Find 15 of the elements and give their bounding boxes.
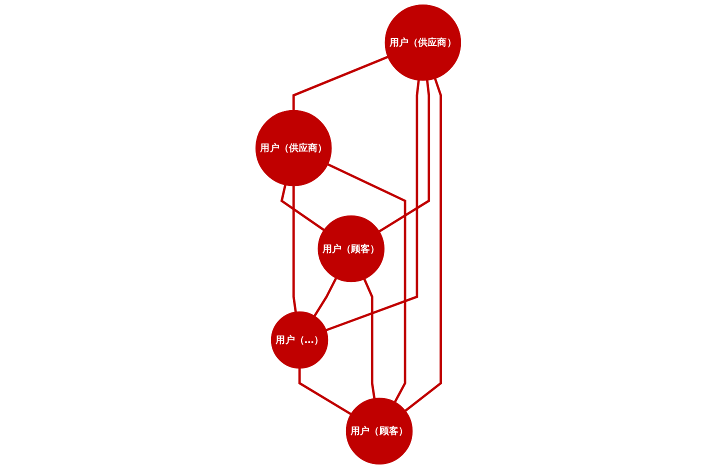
connector <box>292 56 389 110</box>
connector <box>404 78 442 412</box>
connector <box>314 278 338 317</box>
node-circle: 用户（顾客） <box>346 398 413 465</box>
node-circle: 用户（…） <box>271 311 328 369</box>
connector <box>280 184 325 231</box>
node-circle: 用户（供应商） <box>256 110 332 186</box>
connector <box>326 80 420 332</box>
connector <box>292 186 298 312</box>
connector <box>364 278 376 399</box>
node-circle: 用户（供应商） <box>385 4 462 81</box>
connector <box>378 80 430 232</box>
node-circle: 用户（顾客） <box>318 215 385 282</box>
connector <box>328 163 406 403</box>
connector <box>298 368 352 416</box>
